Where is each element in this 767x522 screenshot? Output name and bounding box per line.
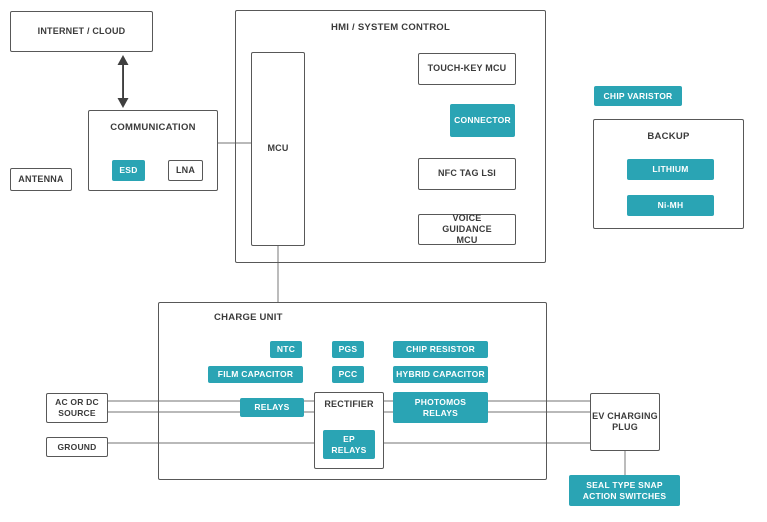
mcu-label: MCU bbox=[267, 143, 289, 154]
ntc-label: NTC bbox=[276, 344, 296, 355]
esd-box: ESD bbox=[112, 160, 145, 181]
photomos-relays-box: PHOTOMOS RELAYS bbox=[393, 392, 488, 423]
ev-charging-plug-label: EV CHARGING PLUG bbox=[592, 410, 658, 432]
ep-relays-box: EP RELAYS bbox=[323, 430, 375, 459]
touch-key-mcu-label: TOUCH-KEY MCU bbox=[427, 63, 507, 74]
bidirectional-arrow-icon bbox=[117, 55, 129, 108]
lithium-box: LITHIUM bbox=[627, 159, 714, 180]
rectifier-label: RECTIFIER bbox=[324, 399, 374, 409]
photomos-relays-label: PHOTOMOS RELAYS bbox=[414, 396, 467, 418]
relays-box: RELAYS bbox=[240, 398, 304, 417]
mcu-box: MCU bbox=[251, 52, 305, 246]
hybrid-capacitor-box: HYBRID CAPACITOR bbox=[393, 366, 488, 383]
hmi-system-control-box: HMI / SYSTEM CONTROL bbox=[235, 10, 546, 263]
pcc-label: PCC bbox=[338, 369, 358, 380]
ac-dc-source-label: AC OR DC SOURCE bbox=[55, 397, 99, 418]
lna-box: LNA bbox=[168, 160, 203, 181]
seal-snap-switches-label: SEAL TYPE SNAP ACTION SWITCHES bbox=[582, 479, 667, 501]
charge-unit-label: CHARGE UNIT bbox=[214, 312, 283, 323]
connector-label: CONNECTOR bbox=[454, 115, 511, 126]
voice-guidance-mcu-label: VOICE GUIDANCE MCU bbox=[442, 212, 492, 246]
ground-box: GROUND bbox=[46, 437, 108, 457]
internet-cloud-box: INTERNET / CLOUD bbox=[10, 11, 153, 52]
esd-label: ESD bbox=[119, 165, 138, 176]
nfc-tag-lsi-label: NFC TAG LSI bbox=[437, 168, 497, 179]
ep-relays-label: EP RELAYS bbox=[331, 433, 367, 455]
pgs-label: PGS bbox=[338, 344, 358, 355]
film-capacitor-label: FILM CAPACITOR bbox=[217, 369, 294, 380]
antenna-box: ANTENNA bbox=[10, 168, 72, 191]
ground-label: GROUND bbox=[57, 441, 97, 452]
chip-varistor-box: CHIP VARISTOR bbox=[594, 86, 682, 106]
lna-label: LNA bbox=[175, 164, 196, 175]
nimh-label: Ni-MH bbox=[657, 200, 684, 211]
internet-cloud-label: INTERNET / CLOUD bbox=[37, 25, 126, 36]
backup-box: BACKUP bbox=[593, 119, 744, 229]
voice-guidance-mcu-box: VOICE GUIDANCE MCU bbox=[418, 212, 516, 246]
connector-box: CONNECTOR bbox=[450, 104, 515, 137]
communication-box: COMMUNICATION bbox=[88, 110, 218, 191]
ntc-box: NTC bbox=[270, 341, 302, 358]
antenna-label: ANTENNA bbox=[18, 173, 64, 184]
ac-dc-source-box: AC OR DC SOURCE bbox=[46, 393, 108, 423]
touch-key-mcu-box: TOUCH-KEY MCU bbox=[418, 53, 516, 85]
seal-snap-switches-box: SEAL TYPE SNAP ACTION SWITCHES bbox=[569, 475, 680, 506]
hmi-system-control-label: HMI / SYSTEM CONTROL bbox=[331, 22, 450, 33]
backup-label: BACKUP bbox=[647, 131, 690, 142]
charge-unit-box: CHARGE UNIT bbox=[158, 302, 547, 480]
chip-varistor-label: CHIP VARISTOR bbox=[603, 90, 673, 101]
chip-resistor-label: CHIP RESISTOR bbox=[405, 344, 476, 355]
pcc-box: PCC bbox=[332, 366, 364, 383]
relays-label: RELAYS bbox=[254, 402, 290, 413]
communication-label: COMMUNICATION bbox=[110, 122, 196, 133]
lithium-label: LITHIUM bbox=[652, 164, 689, 175]
nimh-box: Ni-MH bbox=[627, 195, 714, 216]
nfc-tag-lsi-box: NFC TAG LSI bbox=[418, 158, 516, 190]
pgs-box: PGS bbox=[332, 341, 364, 358]
chip-resistor-box: CHIP RESISTOR bbox=[393, 341, 488, 358]
ev-charging-plug-box: EV CHARGING PLUG bbox=[590, 393, 660, 451]
hybrid-capacitor-label: HYBRID CAPACITOR bbox=[396, 369, 485, 380]
film-capacitor-box: FILM CAPACITOR bbox=[208, 366, 303, 383]
